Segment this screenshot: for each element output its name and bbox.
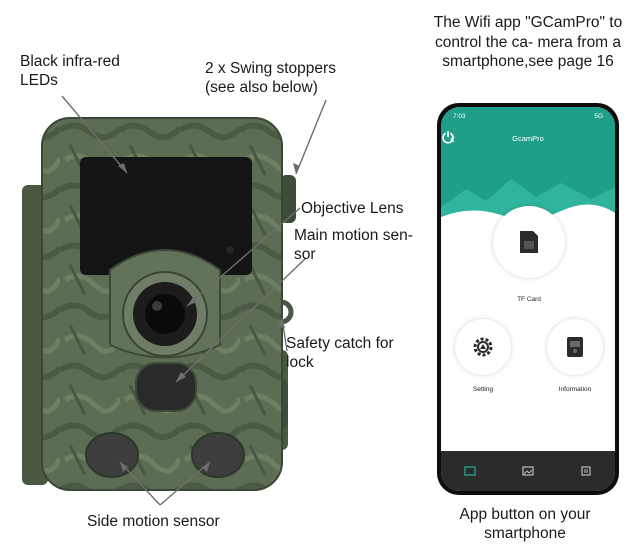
infrared-led-panel [80, 157, 252, 275]
app-name: GcamPro [512, 134, 544, 143]
tf-card-label: TF Card [517, 296, 541, 303]
label-side-motion-sensor: Side motion sensor [87, 513, 220, 530]
label-objective-lens: Objective Lens [301, 200, 404, 217]
swing-stopper-upper [280, 175, 296, 223]
tf-card-button[interactable] [493, 206, 565, 278]
gallery-icon[interactable] [520, 463, 536, 479]
status-time: 7:03 [453, 113, 466, 120]
label-line: Safety catch for [286, 335, 394, 352]
label-infrared-leds: Black infra-red LEDs [20, 52, 120, 90]
device-info-icon [567, 337, 583, 357]
label-line: smartphone [484, 525, 566, 542]
label-line: 2 x Swing stoppers [205, 60, 336, 77]
label-swing-stoppers: 2 x Swing stoppers (see also below) [205, 59, 336, 97]
list-icon[interactable] [578, 463, 594, 479]
setting-button[interactable] [455, 319, 511, 375]
setting-label: Setting [472, 386, 494, 393]
information-button[interactable] [547, 319, 603, 375]
label-line: Black infra-red [20, 53, 120, 70]
smartphone-mockup: 7:03 5G ‹ GcamPro TF Card [437, 103, 619, 495]
label-line: (see also below) [205, 79, 318, 96]
label-main-motion-sensor: Main motion sen- sor [294, 226, 413, 264]
home-icon[interactable] [462, 463, 478, 479]
label-line: LEDs [20, 72, 58, 89]
label-safety-catch: Safety catch for lock [286, 334, 394, 372]
label-app-title: The Wifi app "GCamPro" to control the ca… [433, 14, 623, 70]
label-app-button: App button on your smartphone [425, 505, 625, 543]
mountain-graphic [441, 179, 615, 227]
label-line: App button on your [459, 506, 591, 523]
gear-icon [473, 337, 493, 357]
side-motion-sensor-left [85, 432, 139, 478]
sd-card-icon [520, 231, 538, 253]
main-motion-sensor [135, 362, 197, 412]
label-line: Main motion sen- [294, 227, 413, 244]
bottom-tab-bar [441, 451, 615, 491]
information-label: Information [558, 386, 592, 393]
status-indicators: 5G [594, 113, 603, 120]
power-icon[interactable] [441, 130, 455, 144]
label-line: sor [294, 246, 316, 263]
label-line: lock [286, 354, 314, 371]
phone-screen: 7:03 5G ‹ GcamPro TF Card [441, 107, 615, 491]
